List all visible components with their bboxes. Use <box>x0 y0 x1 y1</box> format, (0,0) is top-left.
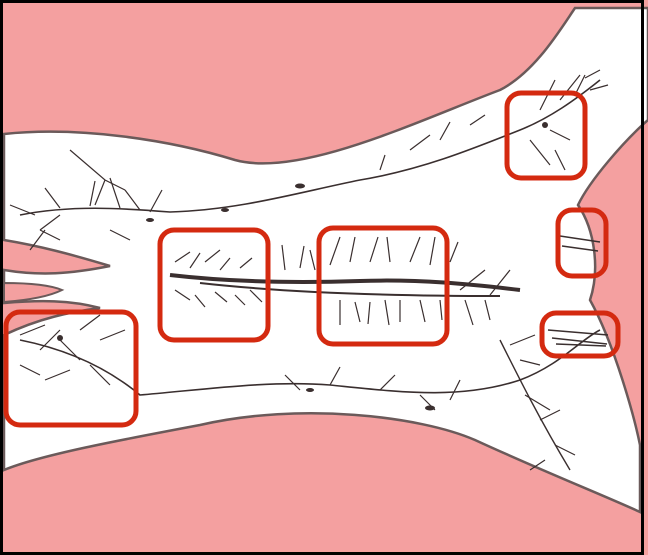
figure-canvas <box>0 0 648 555</box>
illustration <box>0 0 648 555</box>
